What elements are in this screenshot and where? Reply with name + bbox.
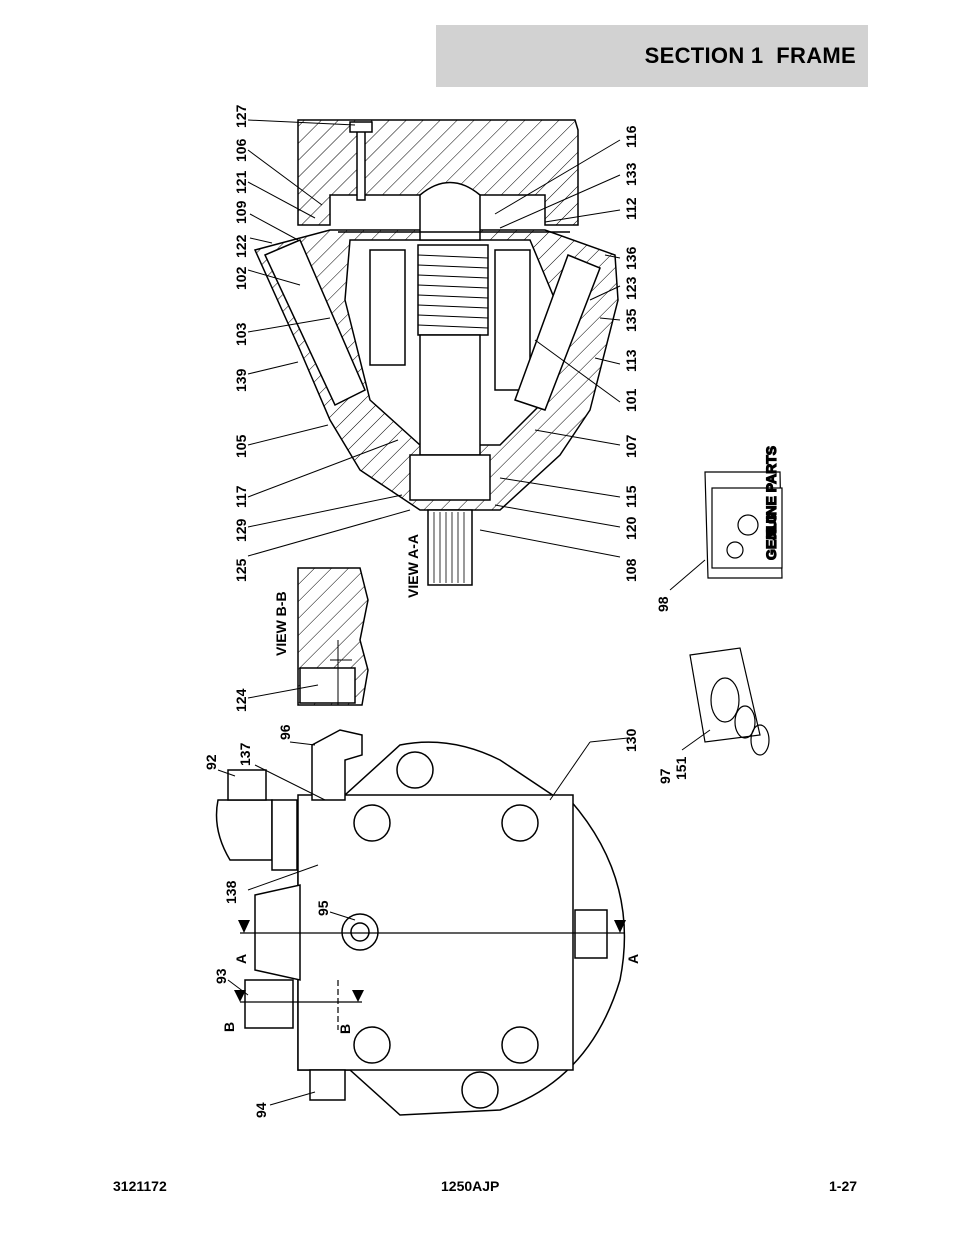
seal-kit-98: GENUINE PARTS JLG: [704, 445, 783, 579]
callout-115: 115: [623, 485, 639, 508]
housing-top: [297, 119, 579, 226]
callout-137: 137: [237, 742, 253, 766]
fitting-93: [244, 979, 294, 1029]
callout-95: 95: [315, 900, 331, 916]
callout-117: 117: [233, 485, 249, 508]
callout-108: 108: [623, 558, 639, 582]
callout-122: 122: [233, 234, 249, 258]
callout-130: 130: [623, 728, 639, 752]
callout-113: 113: [623, 349, 639, 372]
callout-138: 138: [223, 880, 239, 904]
callout-123: 123: [623, 276, 639, 300]
section-title: SECTION 1 FRAME: [644, 43, 856, 68]
callout-127: 127: [233, 104, 249, 128]
actuator-right: [514, 254, 601, 411]
footer-page-number: 1-27: [829, 1178, 858, 1194]
callout-124: 124: [233, 688, 249, 712]
center-shaft: [419, 334, 481, 456]
view-aa-section: [253, 119, 619, 586]
splined-shaft: [427, 509, 473, 586]
callout-109: 109: [233, 200, 249, 224]
callout-labels: 127 106 121 109 122 102 103 139 105 117 …: [203, 104, 689, 1118]
piston-right: [494, 249, 531, 391]
top-cap: [419, 181, 481, 241]
callout-139: 139: [233, 368, 249, 392]
callout-102: 102: [233, 266, 249, 290]
callout-103: 103: [233, 322, 249, 346]
shaft-collar: [409, 454, 491, 501]
callout-116: 116: [623, 125, 639, 148]
callout-96: 96: [277, 724, 293, 740]
fitting-96: [311, 729, 363, 801]
pump-body-view: [215, 729, 626, 1116]
section-mark-b-left: B: [221, 1022, 237, 1032]
callout-107: 107: [623, 434, 639, 458]
footer-model: 1250AJP: [441, 1178, 500, 1194]
callout-112: 112: [623, 197, 639, 220]
callout-129: 129: [233, 518, 249, 542]
section-mark-a-right: A: [625, 954, 641, 964]
section-mark-b-right: B: [337, 1024, 353, 1034]
view-bb-section: [297, 567, 369, 706]
callout-136: 136: [623, 246, 639, 270]
callout-97: 97: [657, 768, 673, 784]
callout-151: 151: [673, 756, 689, 780]
kit-label-text: GENUINE PARTS: [763, 446, 779, 560]
view-aa-label: VIEW A-A: [405, 534, 421, 598]
bolt-127: [356, 129, 366, 201]
footer-doc-number: 3121172: [113, 1178, 167, 1194]
callout-94: 94: [253, 1102, 269, 1118]
callout-101: 101: [623, 388, 639, 412]
callout-106: 106: [233, 138, 249, 162]
callout-125: 125: [233, 558, 249, 582]
callout-133: 133: [623, 162, 639, 186]
section-lines: [240, 932, 625, 1030]
actuator-left: [263, 239, 366, 407]
view-bb-label: VIEW B-B: [273, 591, 289, 656]
seal-kit-97: [689, 647, 770, 756]
center-spring: [417, 244, 489, 336]
section-arrows: [234, 920, 626, 1002]
callout-120: 120: [623, 516, 639, 540]
piston-left: [369, 249, 406, 366]
callout-105: 105: [233, 434, 249, 458]
section-header: SECTION 1 FRAME: [436, 25, 868, 87]
leader-lines: [217, 119, 711, 1106]
kit-label-brand: JLG: [763, 513, 779, 540]
callout-93: 93: [213, 968, 229, 984]
fitting-92: [215, 799, 273, 861]
callout-98: 98: [655, 596, 671, 612]
callout-135: 135: [623, 308, 639, 332]
callout-92: 92: [203, 754, 219, 770]
fitting-94: [309, 1069, 346, 1101]
callout-121: 121: [233, 170, 249, 194]
section-mark-a-left: A: [233, 954, 249, 964]
